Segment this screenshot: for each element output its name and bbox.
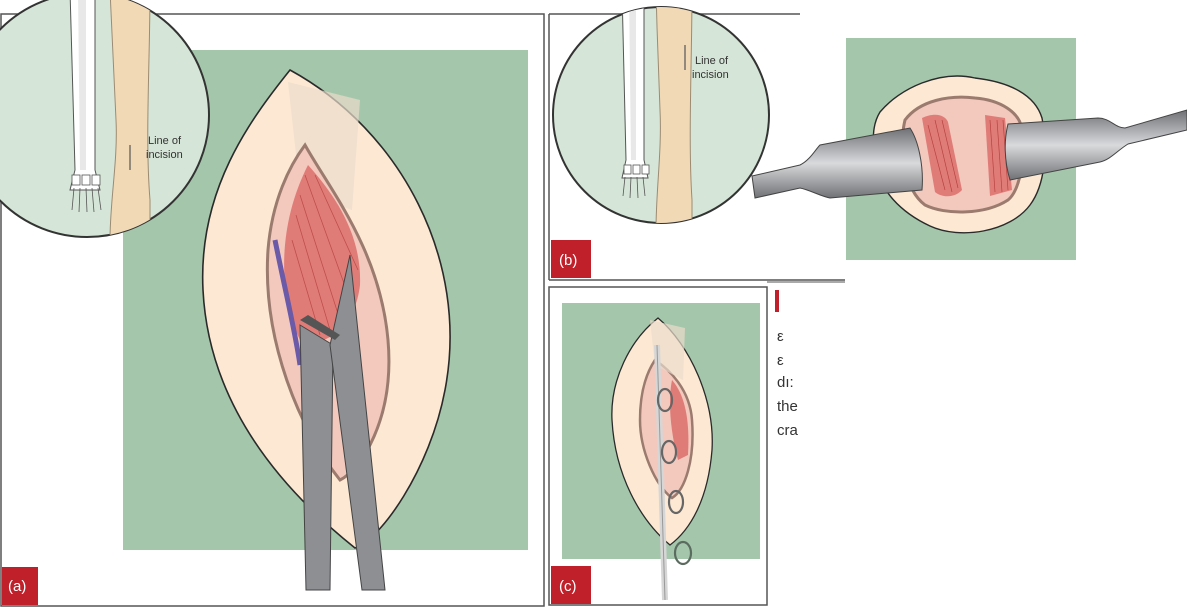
panel-b-label: (b): [559, 252, 577, 269]
inset-a-label-1: Line of: [148, 135, 182, 147]
panel-a: Line of incision (a): [0, 0, 544, 606]
panel-b: Line of incision (b): [549, 0, 1187, 280]
caption-fragment-4: the: [777, 398, 798, 416]
panel-a-label: (a): [8, 578, 26, 595]
panel-c-label: (c): [559, 578, 577, 595]
inset-b-label-2: incision: [692, 69, 729, 81]
caption-fragment-2: ε: [777, 352, 784, 370]
inset-circle-b: Line of incision: [553, 0, 769, 230]
caption-fragment-5: cra: [777, 422, 798, 440]
caption-fragment-3: dı:: [777, 374, 794, 392]
inset-a-label-2: incision: [146, 149, 183, 161]
retractor-b-left: [752, 128, 922, 198]
leg-silhouette-b: [656, 0, 692, 230]
retractor-blade-left: [300, 325, 333, 590]
leg-silhouette: [110, 0, 150, 240]
caption-fragment-1: ε: [777, 328, 784, 346]
caption-marker: [775, 290, 779, 312]
inset-b-label-1: Line of: [695, 55, 729, 67]
panel-c: (c): [549, 287, 767, 605]
